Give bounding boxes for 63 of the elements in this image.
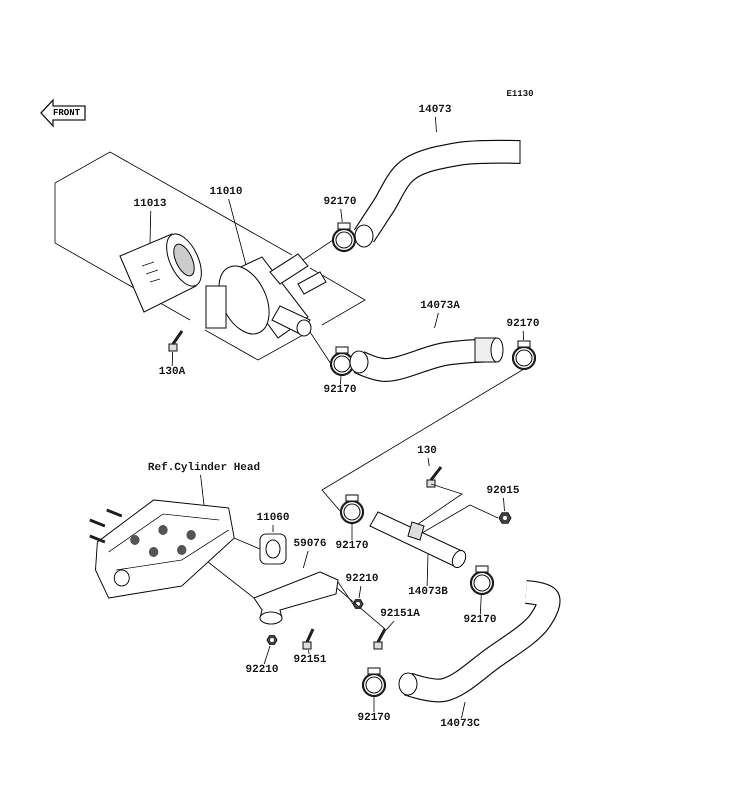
hose-clamp-drawing: [510, 340, 538, 370]
part-number: 92210: [346, 573, 378, 586]
part-number: 130A: [158, 366, 186, 379]
alignment-line: [234, 538, 260, 550]
part-number: 92170: [464, 614, 496, 627]
leader-line: [358, 586, 362, 598]
alignment-line: [418, 484, 464, 524]
nut-drawing: [266, 634, 278, 646]
gasket-drawing: [258, 532, 288, 566]
part-number: 14073A: [420, 300, 460, 313]
alignment-line: [321, 368, 524, 512]
leader-line: [434, 312, 439, 328]
part-number: 14073B: [408, 586, 448, 599]
leader-line: [172, 352, 174, 366]
alignment-line: [422, 504, 498, 534]
leader-line: [302, 550, 309, 568]
nut-drawing: [498, 511, 512, 525]
nut-drawing: [352, 598, 364, 610]
hose-clamp-drawing: [360, 667, 388, 697]
part-number: 92170: [336, 540, 368, 553]
leader-line: [386, 620, 395, 631]
leader-line: [200, 474, 204, 506]
part-number: 92170: [324, 196, 356, 209]
leader-line: [480, 594, 482, 614]
part-number: 92170: [506, 318, 540, 331]
alignment-line: [338, 582, 354, 604]
bolt-drawing: [300, 628, 314, 650]
part-number: 14073: [418, 104, 452, 117]
leader-line: [340, 376, 342, 384]
figure-code: E1130: [506, 88, 534, 101]
hose-clamp-drawing: [330, 222, 358, 252]
part-number: 14073C: [440, 718, 480, 731]
leader-line: [264, 646, 270, 664]
leader-line: [426, 554, 428, 586]
leader-line: [435, 116, 437, 132]
leader-line: [340, 208, 343, 222]
part-number: 92170: [358, 712, 390, 725]
part-number: 92151: [294, 654, 326, 667]
alignment-line: [310, 332, 332, 364]
part-number: 92170: [324, 384, 356, 397]
part-number: 59076: [294, 538, 326, 551]
leader-line: [461, 702, 466, 718]
leader-line: [428, 458, 430, 466]
part-number: 11013: [134, 198, 166, 211]
part-number: 11010: [210, 186, 242, 199]
leader-line: [503, 498, 505, 512]
part-number: 130: [417, 445, 437, 458]
leader-line: [308, 650, 310, 654]
direction-label: FRONT: [53, 107, 80, 119]
leader-line: [522, 330, 524, 340]
hose-clamp-drawing: [338, 494, 366, 524]
leader-line: [150, 210, 152, 244]
alignment-line: [336, 588, 386, 630]
part-number: 11060: [256, 512, 290, 525]
alignment-line: [208, 562, 254, 598]
part-number: 92210: [246, 664, 278, 677]
reference-label: Ref.Cylinder Head: [148, 462, 260, 475]
alignment-line: [302, 240, 334, 260]
leader-line: [272, 524, 274, 532]
hose-clamp-drawing: [468, 565, 496, 595]
leader-line: [228, 198, 246, 266]
part-number: 92151A: [380, 608, 420, 621]
part-number: 92015: [486, 485, 520, 498]
